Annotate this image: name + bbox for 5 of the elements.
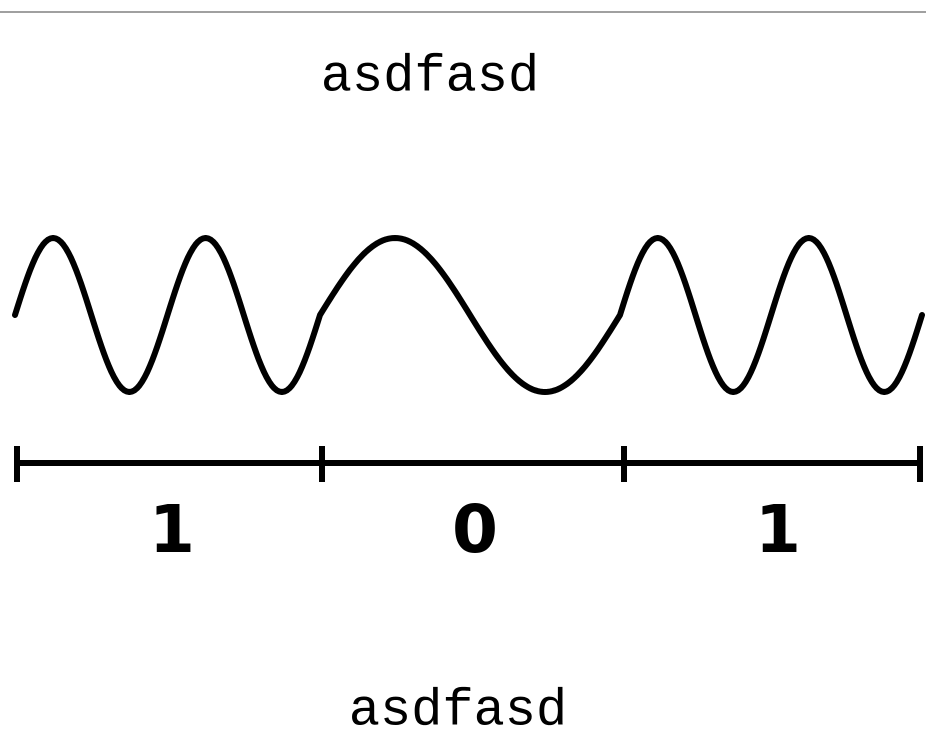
caption-text: asdfasd bbox=[352, 686, 563, 726]
caption-text: asdfasd bbox=[324, 52, 535, 92]
bit-label: 0 bbox=[455, 503, 495, 553]
bit-label: 1 bbox=[156, 504, 190, 552]
bit-label: 1 bbox=[762, 504, 796, 552]
